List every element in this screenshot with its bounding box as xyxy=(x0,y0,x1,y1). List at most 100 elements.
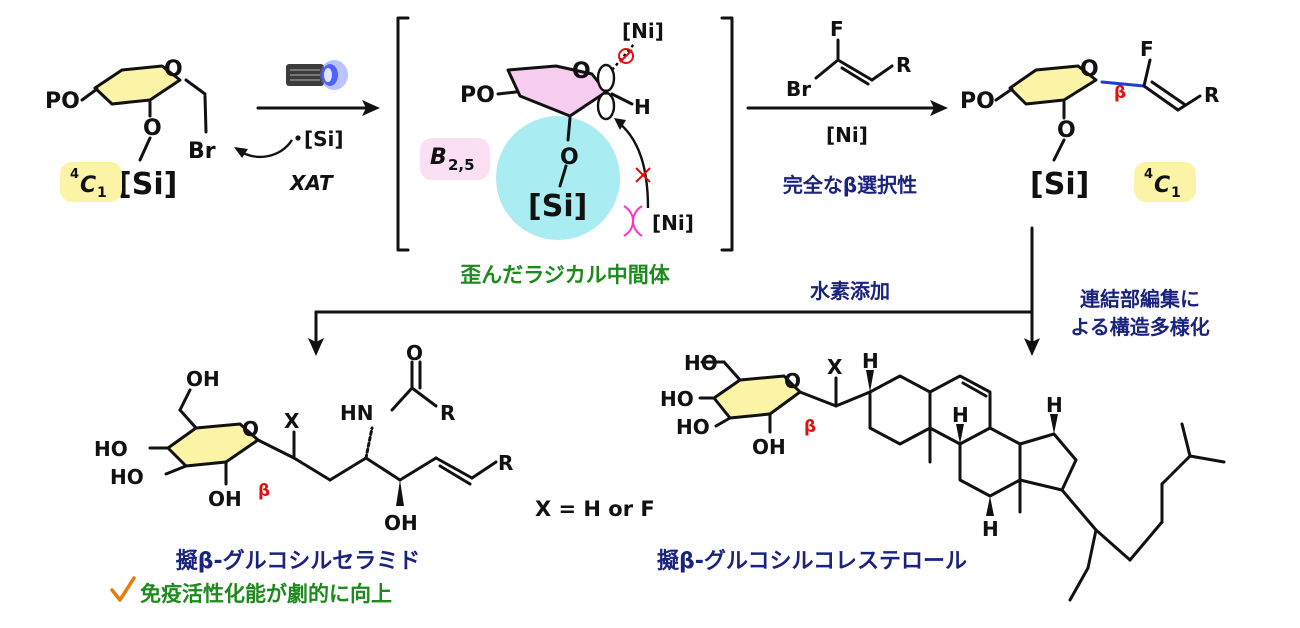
blocked-cross-b xyxy=(635,167,651,183)
intermediate-caption: 歪んだラジカル中間体 xyxy=(460,263,671,287)
vinyl-br-bond xyxy=(814,58,840,80)
strained-radical-intermediate: PO O O [Si] [Ni] H [Ni] B 2,5 歪んだラジカル中間体 xyxy=(420,19,694,287)
int-ni-top: [Ni] xyxy=(622,19,664,43)
cer-chain-4 xyxy=(398,456,438,482)
step1-radical-dot xyxy=(295,135,301,141)
chol-h-3: H xyxy=(982,517,999,541)
product-badge-subscript: 1 xyxy=(1171,185,1181,201)
cer-ch2oh-bond xyxy=(178,388,192,412)
vinyl-double-bond-b xyxy=(840,66,870,86)
cer-nh-hashed-bond xyxy=(364,426,374,460)
p-orbital-lower xyxy=(596,91,616,121)
boat-ring xyxy=(506,64,608,118)
cer-ho-2: HO xyxy=(110,465,144,489)
chol-c6-bond xyxy=(722,360,742,382)
chol-ho-1: HO xyxy=(684,351,718,375)
chol-link-bond xyxy=(834,390,872,408)
check-mark-icon xyxy=(110,576,136,602)
product-si-bond xyxy=(1052,138,1066,162)
vinyl-double-bond-a xyxy=(836,58,874,82)
left-down-arrowhead xyxy=(308,338,324,356)
side-chain-methyl-end xyxy=(1068,566,1090,602)
step2-arrowhead xyxy=(930,100,948,116)
start-conformer-badge xyxy=(60,162,122,202)
cer-r-bond xyxy=(470,460,498,480)
start-o-label: O xyxy=(143,116,162,141)
diversify-label-line1: 連結部編集に xyxy=(1080,287,1200,311)
ceramide-benefit: 免疫活性化能が劇的に向上 xyxy=(140,582,392,606)
start-br-label: Br xyxy=(188,139,216,164)
c-vinyl-glycoside: PO O O [Si] F R β 4 C 1 xyxy=(960,37,1219,202)
step1-si-reagent: [Si] xyxy=(304,127,344,151)
int-o-label: O xyxy=(560,145,579,170)
chol-c1-bond xyxy=(798,390,838,408)
int-h-label: H xyxy=(634,95,651,119)
product-po-bond xyxy=(994,87,1014,102)
ni-top-approach xyxy=(611,43,635,71)
vinyl-r-label: R xyxy=(896,53,911,77)
h14-wedge xyxy=(986,496,994,516)
int-po-label: PO xyxy=(460,83,495,108)
cer-acyl-r-bond xyxy=(410,386,438,408)
cer-acyl-r: R xyxy=(440,401,455,425)
step1-arrowhead xyxy=(362,100,380,116)
side-chain-3 xyxy=(1128,520,1164,562)
start-ring-o-label: O xyxy=(164,57,183,82)
cer-c6-bond xyxy=(178,408,198,430)
cer-x: X xyxy=(284,409,300,433)
step1: [Si] XAT xyxy=(234,60,380,195)
cer-amide-c-bond xyxy=(390,386,414,412)
step2: F Br R [Ni] 完全なβ選択性 xyxy=(746,17,948,197)
left-bracket xyxy=(396,16,410,252)
int-po-bond xyxy=(496,90,518,96)
boat-conformer-badge xyxy=(420,138,490,180)
pseudo-glucosylcholesterol: HO HO HO OH O β X H H H H 擬β-グルコシルコレステロー… xyxy=(657,349,1226,602)
product-f-bond xyxy=(1142,58,1152,88)
product-f-label: F xyxy=(1140,37,1154,61)
int-ni-bottom: [Ni] xyxy=(652,211,694,235)
chol-h3-wedge xyxy=(866,370,874,392)
product-badge-superscript: 4 xyxy=(1144,167,1153,182)
side-chain-1 xyxy=(1060,488,1098,532)
side-chain-iso-a xyxy=(1180,422,1192,458)
product-alkene-a xyxy=(1142,84,1180,112)
start-po-bond xyxy=(80,87,99,102)
chol-ho-2: HO xyxy=(660,387,694,411)
chol-h-1: H xyxy=(862,349,879,373)
product-si-label: [Si] xyxy=(1030,167,1089,202)
hydrogenation-label: 水素添加 xyxy=(810,279,890,303)
start-badge-superscript: 4 xyxy=(70,167,79,182)
branching-arrows: 水素添加 連結部編集に よる構造多様化 xyxy=(308,226,1210,356)
cer-oh-ring: OH xyxy=(208,487,242,511)
ni-bottom-approach xyxy=(617,121,650,209)
start-po-label: PO xyxy=(45,89,80,114)
steric-clash-right xyxy=(632,205,643,237)
chol-ho-3: HO xyxy=(676,415,710,439)
si-shielding-circle xyxy=(496,116,620,240)
chol-oh-ring: OH xyxy=(752,435,786,459)
allowed-approach-marker xyxy=(618,48,634,64)
product-po-label: PO xyxy=(960,89,995,114)
product-pyranose-ring xyxy=(1008,64,1098,106)
steric-clash-left xyxy=(623,205,634,237)
diversify-label-line2: よる構造多様化 xyxy=(1070,315,1209,339)
step1-xat-label: XAT xyxy=(288,171,334,195)
product-conformer-badge xyxy=(1134,162,1196,202)
cer-chain-1 xyxy=(292,456,332,482)
blue-led-lamp-icon xyxy=(286,60,348,90)
vinyl-f-label: F xyxy=(830,17,844,41)
product-o-label: O xyxy=(1057,118,1076,143)
product-r-bond xyxy=(1176,94,1202,112)
boat-badge-subscript: 2,5 xyxy=(448,156,475,174)
cer-hn: HN xyxy=(340,401,373,425)
int-ring-o-label: O xyxy=(572,59,591,84)
cer-chain-3 xyxy=(364,456,402,482)
side-chain-iso-b xyxy=(1188,454,1226,464)
vinyl-r-bond xyxy=(870,64,894,82)
product-badge-symbol: C xyxy=(1154,173,1170,198)
cer-alkene-b xyxy=(438,464,472,486)
side-chain-5 xyxy=(1160,454,1192,486)
allowed-approach-slash xyxy=(619,49,633,63)
